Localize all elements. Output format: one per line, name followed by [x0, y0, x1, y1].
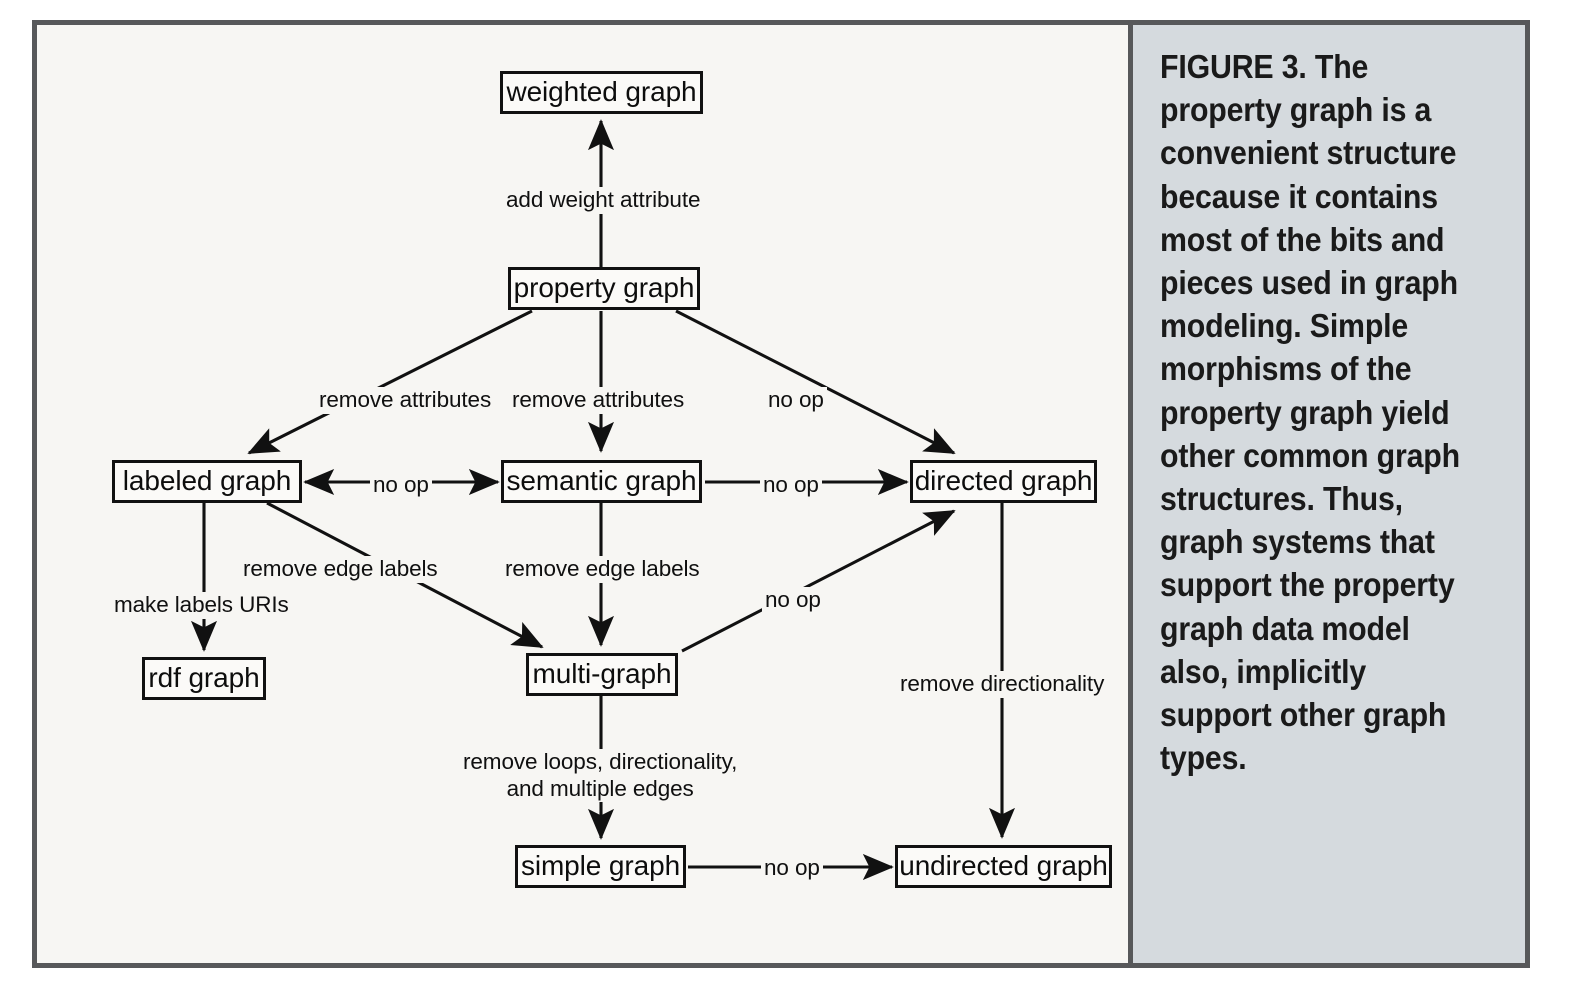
edge-label-no-op-multi-directed: no op — [762, 587, 824, 614]
edge-label-make-labels-uris: make labels URIs — [111, 592, 292, 619]
edge-label-remove-directionality: remove directionality — [897, 671, 1108, 698]
node-label: multi-graph — [532, 657, 672, 689]
node-label: directed graph — [914, 464, 1093, 496]
node-label: undirected graph — [899, 849, 1108, 881]
node-labeled-graph[interactable]: labeled graph — [112, 460, 302, 503]
edge-property-to-labeled — [247, 309, 533, 455]
edge-label-no-op-simple-undirected: no op — [761, 855, 823, 882]
edge-property-to-directed — [675, 309, 956, 455]
node-undirected-graph[interactable]: undirected graph — [895, 845, 1112, 888]
node-semantic-graph[interactable]: semantic graph — [501, 460, 702, 503]
edge-label-remove-attributes-labeled: remove attributes — [316, 387, 495, 414]
edge-label-remove-loops-directionality: remove loops, directionality, and multip… — [460, 749, 741, 803]
node-property-graph[interactable]: property graph — [508, 267, 700, 310]
edge-label-remove-attributes-semantic: remove attributes — [509, 387, 688, 414]
edge-multi-to-directed — [681, 509, 956, 653]
node-label: property graph — [513, 271, 695, 303]
node-label: labeled graph — [122, 464, 292, 496]
edge-label-remove-edge-labels-labeled: remove edge labels — [240, 556, 441, 583]
edge-label-remove-edge-labels-semantic: remove edge labels — [502, 556, 703, 583]
edge-label-no-op-semantic-directed: no op — [760, 472, 822, 499]
edge-label-no-op-property-directed: no op — [765, 387, 827, 414]
node-multi-graph[interactable]: multi-graph — [526, 653, 678, 696]
node-rdf-graph[interactable]: rdf graph — [142, 657, 266, 700]
node-directed-graph[interactable]: directed graph — [910, 460, 1097, 503]
edge-label-add-weight-attribute: add weight attribute — [503, 187, 704, 214]
edge-label-no-op-labeled-semantic: no op — [370, 472, 432, 499]
figure-frame: weighted graph property graph labeled gr… — [32, 20, 1530, 968]
node-label: weighted graph — [506, 75, 697, 107]
node-label: semantic graph — [506, 464, 697, 496]
caption-panel: FIGURE 3. The property graph is a conven… — [1128, 25, 1525, 963]
node-label: rdf graph — [148, 661, 260, 693]
node-simple-graph[interactable]: simple graph — [515, 845, 686, 888]
diagram-panel: weighted graph property graph labeled gr… — [37, 25, 1128, 963]
node-label: simple graph — [520, 849, 681, 881]
node-weighted-graph[interactable]: weighted graph — [500, 71, 703, 114]
figure-caption: FIGURE 3. The property graph is a conven… — [1160, 49, 1460, 778]
